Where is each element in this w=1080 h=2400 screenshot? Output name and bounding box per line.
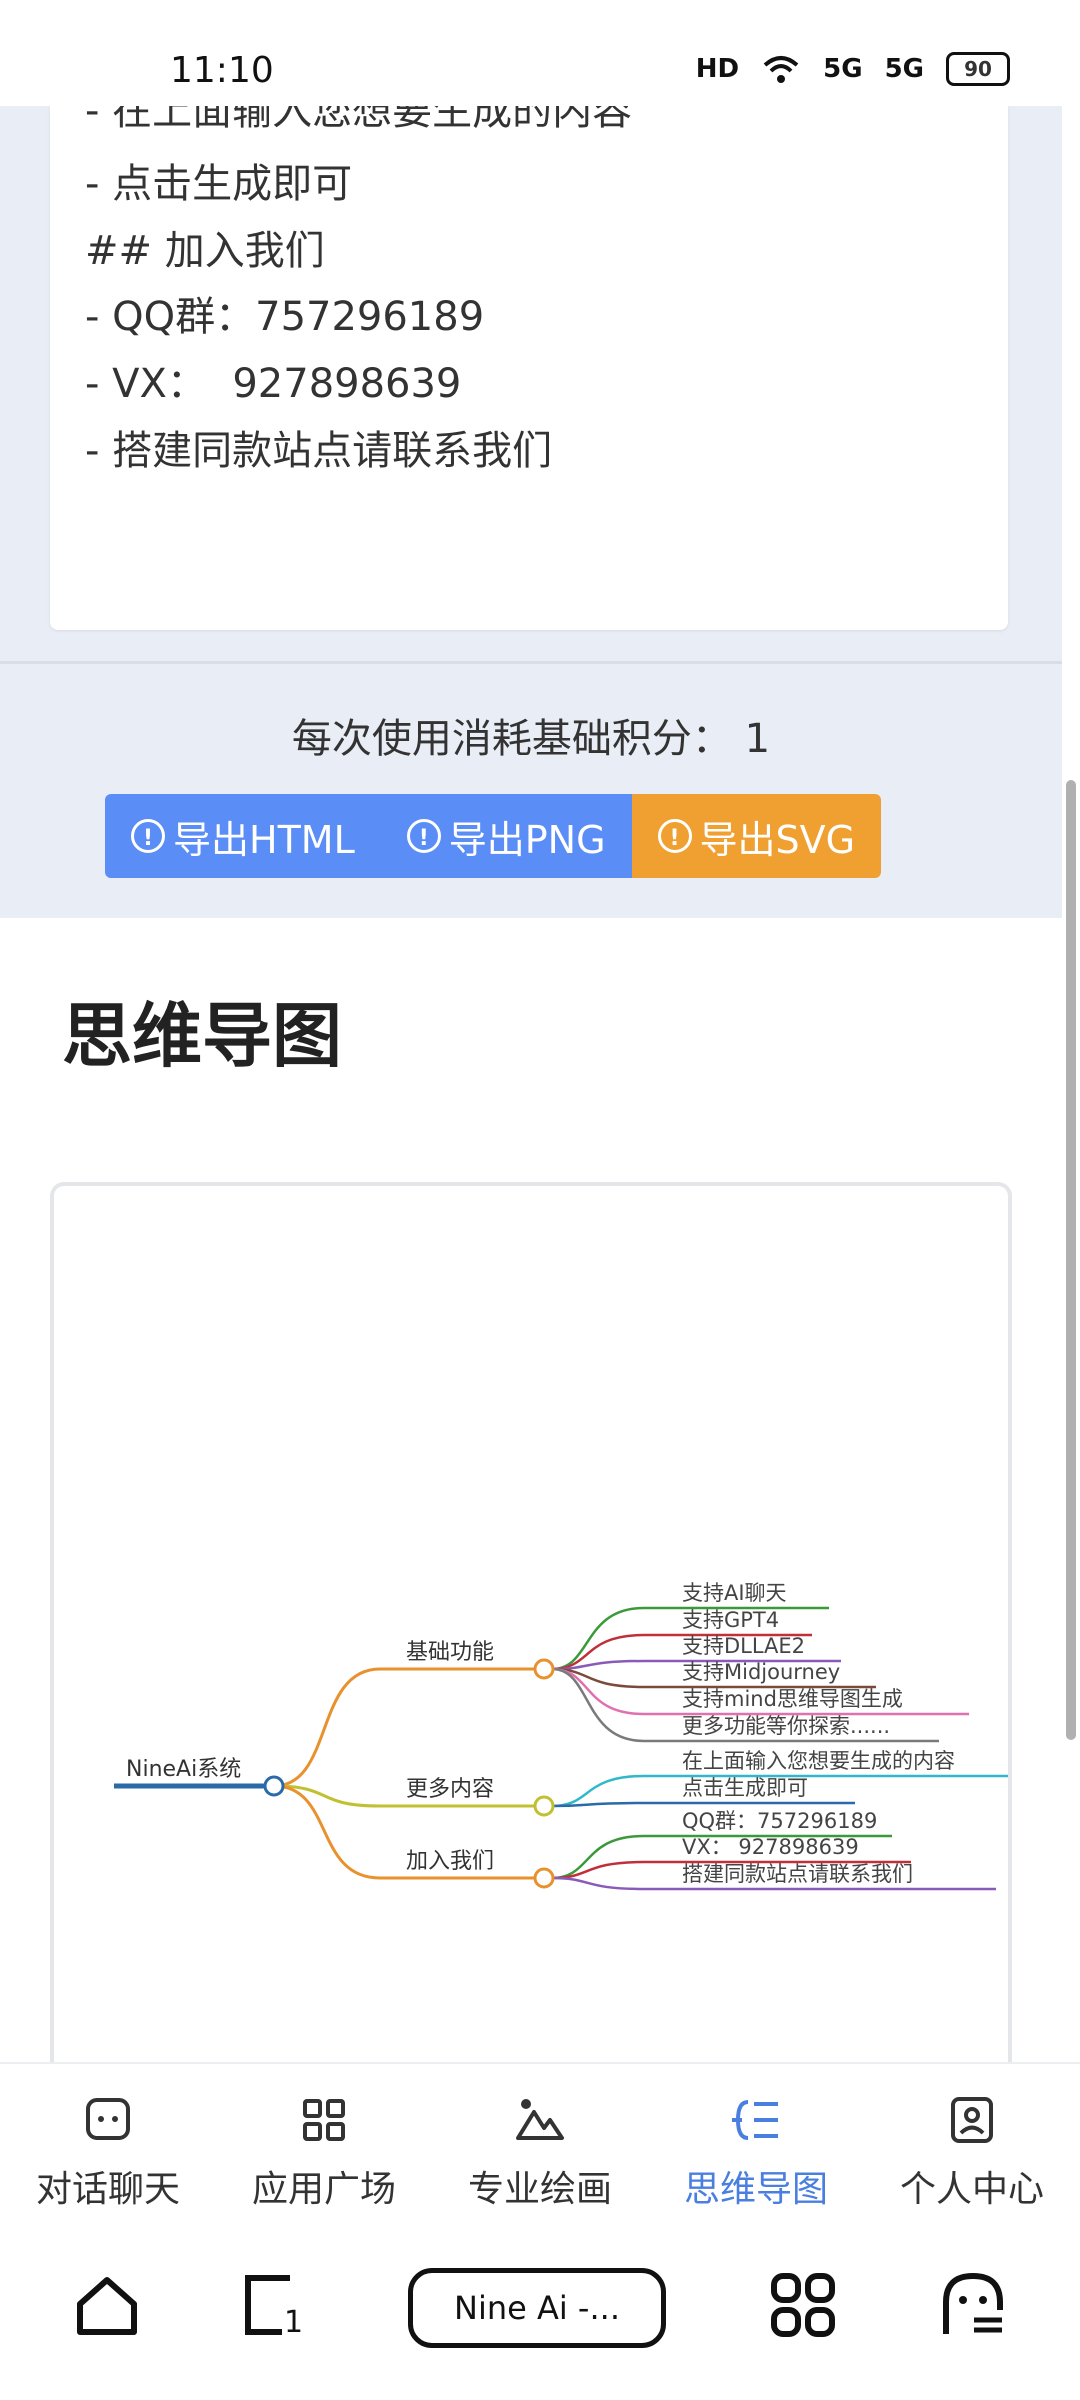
tab-profile[interactable]: 个人中心 [864,2064,1080,2214]
tab-label: 对话聊天 [35,2169,180,2210]
mindmap-leaf-label: VX： 927898639 [682,1835,859,1859]
export-button-group: ! 导出HTML ! 导出PNG ! 导出SVG [105,794,882,878]
mindmap-leaf-label: 支持Midjourney [682,1660,840,1684]
tabs-icon[interactable]: 1 [238,2270,308,2340]
mindmap-leaf-connector [551,1667,645,1716]
divider [0,661,1062,664]
mindmap-branch-connector [273,1667,381,1788]
profile-ghost-icon[interactable] [938,2270,1008,2340]
info-icon: ! [131,819,165,853]
mindmap-leaf-label: 支持mind思维导图生成 [682,1687,903,1711]
content-textarea[interactable]: - 在上面输入您想要生成的内容 - 点击生成即可 ## 加入我们 - QQ群：7… [50,88,1008,630]
tab-mindmap[interactable]: 思维导图 [648,2064,864,2214]
apps-grid-icon [303,2099,345,2141]
export-svg-button[interactable]: ! 导出SVG [631,794,882,878]
mindmap-leaf-connector [551,1667,645,1743]
mindmap-branch-label: 更多内容 [406,1777,494,1802]
mindmap-branch-label: 基础功能 [406,1640,494,1665]
tab-apps[interactable]: 应用广场 [216,2064,432,2214]
mindmap-leaf-label: 搭建同款站点请联系我们 [682,1862,913,1886]
address-pill[interactable]: Nine Ai -... [408,2268,666,2348]
content-line: - QQ群：757296189 [85,294,485,340]
export-html-button[interactable]: ! 导出HTML [105,794,381,878]
mindmap-leaf-connector [551,1606,645,1671]
wifi-icon [763,56,799,83]
signal-icon-2: 5G [884,54,924,84]
mindmap-icon [732,2100,778,2140]
cost-text: 每次使用消耗基础积分： 1 [291,716,771,762]
mindmap-leaf-label: 支持GPT4 [682,1608,779,1632]
content-line: - 搭建同款站点请联系我们 [85,428,553,474]
mindmap-svg: NineAi系统 基础功能 支持AI聊天支持GPT4支持DLLAE2支持Midjou… [114,1581,1008,1891]
mindmap-leaf-connector [551,1774,645,1808]
browser-nav-bar: 1 Nine Ai -... [0,2212,1080,2400]
info-icon: ! [406,819,441,853]
content-line: - 点击生成即可 [85,161,353,207]
mindmap-branch-label: 加入我们 [406,1849,494,1874]
hd-icon: HD [695,54,740,84]
bottom-tab-bar: 对话聊天 应用广场 专业绘画 思维导图 个人 [0,2062,1080,2214]
mindmap-branch-node [533,1658,555,1680]
content-line: - VX： 927898639 [85,361,462,407]
grid-menu-icon[interactable] [768,2270,838,2340]
battery-icon: 90 [946,52,1010,86]
status-bar: 11:10 HD 5G 5G 90 [0,0,1080,106]
tab-label: 个人中心 [899,2169,1044,2210]
mindmap-root-label: NineAi系统 [126,1757,241,1782]
export-png-label: 导出PNG [448,817,606,862]
info-icon: ! [657,819,692,853]
home-icon[interactable] [72,2270,142,2340]
mindmap-leaf-label: QQ群：757296189 [682,1809,877,1833]
mindmap-leaf-label: 更多功能等你探索...... [682,1714,890,1738]
mindmap-leaf-label: 支持AI聊天 [682,1581,787,1605]
svg-text:1: 1 [284,2305,303,2340]
chat-icon [86,2098,130,2140]
painting-icon [516,2099,564,2140]
mindmap-root-node [263,1775,285,1797]
export-png-button[interactable]: ! 导出PNG [380,794,632,878]
mindmap-leaf-label: 点击生成即可 [682,1776,808,1800]
export-svg-label: 导出SVG [699,817,856,862]
page-title: 思维导图 [62,995,342,1077]
tab-label: 应用广场 [251,2169,396,2210]
mindmap-branch-connector [273,1784,381,1808]
scrollbar[interactable] [1066,780,1076,1740]
export-html-label: 导出HTML [173,817,355,862]
mindmap-leaf-label: 支持DLLAE2 [682,1634,805,1658]
mindmap-leaf-connector [551,1801,645,1808]
signal-icon-1: 5G [823,54,863,84]
tab-chat[interactable]: 对话聊天 [0,2064,216,2214]
tab-label: 专业绘画 [467,2169,612,2210]
mindmap-branch-node [533,1867,555,1889]
mindmap-leaf-label: 在上面输入您想要生成的内容 [682,1749,955,1773]
status-time: 11:10 [170,50,274,91]
status-icons: HD 5G 5G 90 [696,52,1010,86]
mindmap-branch-connector [273,1784,381,1880]
mindmap-branch-node [533,1795,555,1817]
tab-label: 思维导图 [683,2169,828,2210]
content-line: ## 加入我们 [85,228,325,274]
input-section: - 在上面输入您想要生成的内容 - 点击生成即可 ## 加入我们 - QQ群：7… [0,88,1062,918]
mindmap-leaf-connector [551,1876,645,1891]
tab-painting[interactable]: 专业绘画 [432,2064,648,2214]
profile-icon [951,2097,993,2143]
mindmap-leaf-connector [551,1834,645,1880]
